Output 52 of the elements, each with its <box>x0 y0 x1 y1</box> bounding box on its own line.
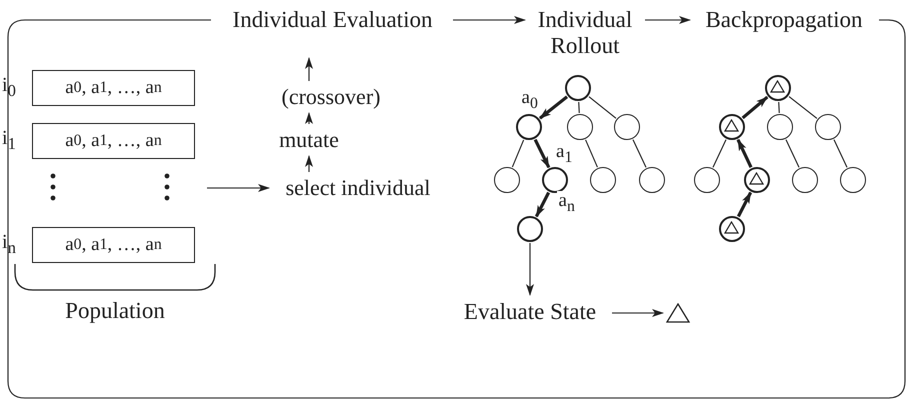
arrow <box>305 57 313 81</box>
tree-node <box>765 75 791 101</box>
tree-node <box>639 167 665 193</box>
tree-node <box>494 167 520 193</box>
tree-node <box>517 216 543 242</box>
arrow <box>305 155 313 172</box>
step-label: mutate <box>272 127 346 153</box>
loop-line <box>7 19 906 399</box>
index-label: i$_{n}$ <box>2 231 16 258</box>
tree-node <box>565 75 591 101</box>
tree-node <box>567 114 593 140</box>
tree-edge <box>588 96 616 119</box>
tree-node <box>719 114 745 140</box>
stage-heading: Individual Evaluation <box>215 5 450 35</box>
step-label: select individual <box>272 175 444 201</box>
tree-edge <box>712 139 727 168</box>
tree-node <box>614 114 640 140</box>
arrow <box>534 192 550 218</box>
arrow <box>645 16 691 24</box>
tree-edge <box>585 140 598 168</box>
tree-edge <box>833 139 848 168</box>
tree-node <box>590 167 616 193</box>
arrow <box>453 16 526 24</box>
tree-edge <box>512 140 524 168</box>
tree-edge <box>578 102 580 114</box>
tree-node <box>767 114 793 140</box>
arrow <box>305 112 313 124</box>
arrow <box>538 95 568 120</box>
tree-node <box>719 216 745 242</box>
tree-edge <box>778 102 780 114</box>
arrow <box>612 309 664 317</box>
tree-edge <box>785 139 800 168</box>
arrow <box>534 138 550 168</box>
index-label: i$_{1}$ <box>2 127 16 154</box>
arrow <box>736 138 752 168</box>
tree-node <box>792 167 818 193</box>
index-label: i$_{0}$ <box>2 74 16 101</box>
tree-edge <box>788 96 818 119</box>
step-label: (crossover) <box>272 84 390 110</box>
arrow <box>526 243 534 296</box>
tree-node <box>694 167 720 193</box>
tree-edge <box>632 139 647 168</box>
tree-node <box>815 114 841 140</box>
tree-node <box>840 167 866 193</box>
stage-heading: Backpropagation <box>693 5 875 35</box>
group-label: Population <box>64 297 166 325</box>
step-label: Evaluate State <box>451 298 609 326</box>
stage-heading: Individual Rollout <box>528 5 642 61</box>
tree-node <box>744 167 770 193</box>
arrow <box>207 184 270 192</box>
arrow <box>742 96 768 120</box>
arrow <box>736 192 752 218</box>
